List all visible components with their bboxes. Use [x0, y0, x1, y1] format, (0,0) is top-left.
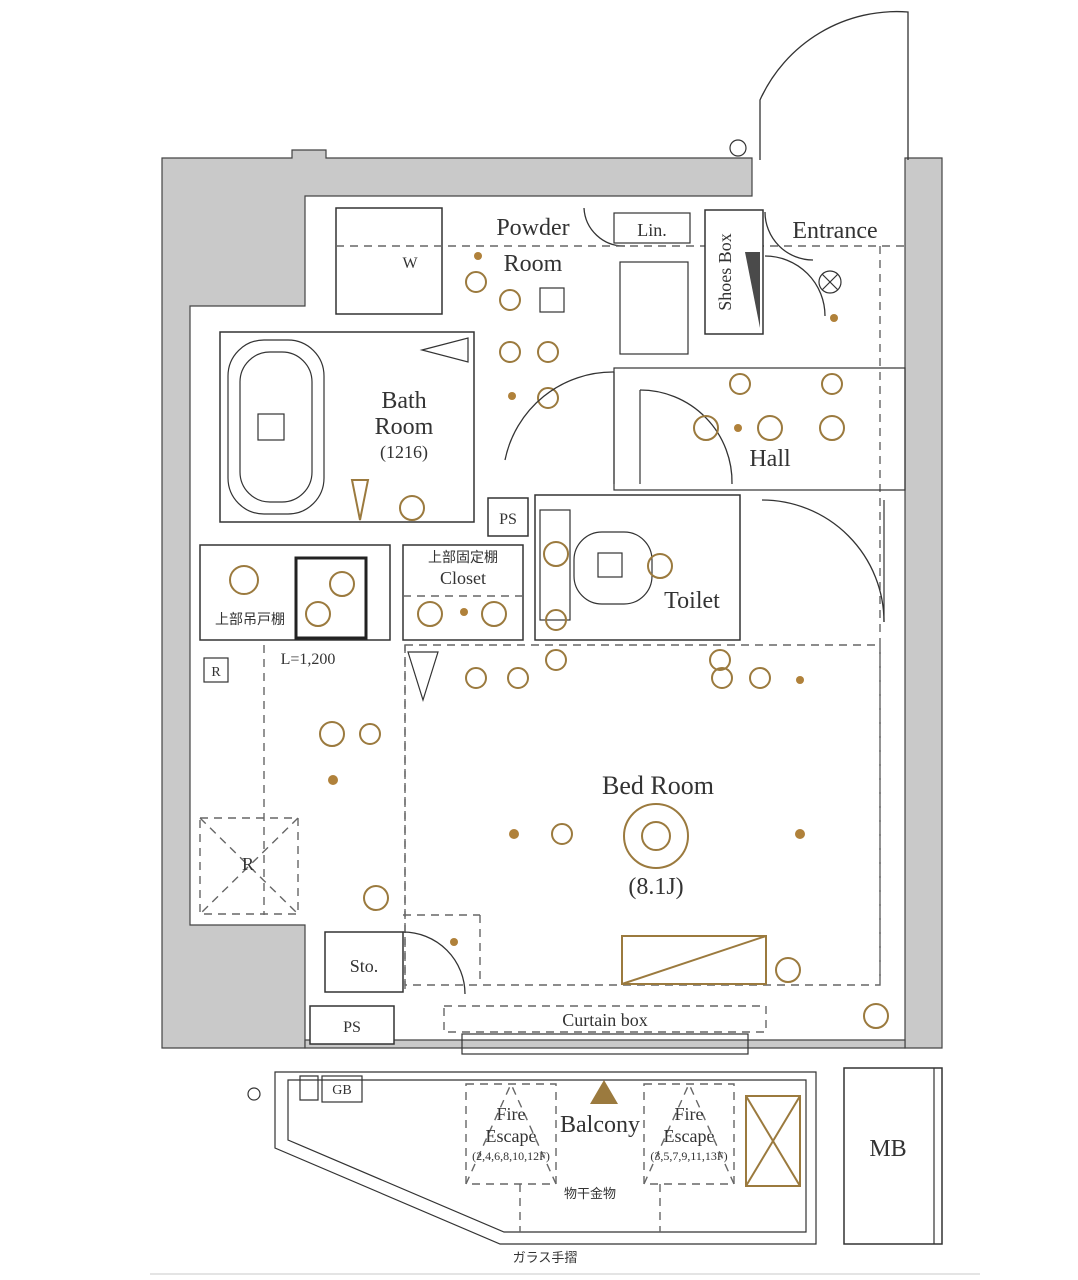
bath-room [219, 331, 475, 523]
label-storage: Sto. [350, 956, 379, 976]
label-drying-hardware-jp: 物干金物 [564, 1186, 616, 1202]
closet [402, 544, 524, 703]
entrance-door [729, 10, 909, 160]
label-bath-room-1: Bath [381, 388, 426, 414]
powder-room [335, 207, 905, 409]
label-fire-escape-left-2: Escape [486, 1126, 537, 1146]
label-glass-railing-jp: ガラス手摺 [513, 1251, 578, 1266]
label-linen: Lin. [637, 220, 667, 240]
label-bed-room-size: (8.1J) [628, 874, 683, 900]
toilet [534, 494, 741, 641]
label-fire-escape-right-floors: (3,5,7,9,11,13F) [650, 1149, 727, 1163]
label-bath-room-2: Room [375, 414, 434, 440]
label-entrance: Entrance [792, 218, 877, 244]
label-upper-cabinet-jp: 上部固定棚 [428, 550, 498, 566]
label-refrigerator-mark-2: R [242, 854, 254, 874]
hall [504, 209, 906, 985]
label-bed-room: Bed Room [602, 771, 714, 800]
label-powder-room-2: Room [504, 251, 563, 277]
label-kitchen-length: L=1,200 [281, 651, 336, 668]
kitchen [199, 544, 406, 990]
label-fire-escape-left-floors: (2,4,6,8,10,12F) [472, 1149, 550, 1163]
label-mb: MB [869, 1136, 906, 1162]
label-kitchen-upper-jp: 上部吊戸棚 [215, 612, 285, 628]
label-curtain-box: Curtain box [562, 1010, 648, 1030]
window-and-curtain-box [443, 1005, 767, 1055]
label-balcony: Balcony [560, 1112, 640, 1138]
label-ps-upper: PS [499, 511, 517, 528]
meter-box [843, 1067, 943, 1245]
room-labels: Powder Room Lin. Shoes Box Entrance W Ba… [211, 215, 906, 1266]
bed-room [404, 644, 889, 1029]
label-ps-lower: PS [343, 1019, 361, 1036]
balcony [150, 1071, 980, 1275]
label-closet: Closet [440, 568, 486, 588]
label-fire-escape-right-2: Escape [664, 1126, 715, 1146]
storage [309, 914, 481, 1045]
label-shoes-box: Shoes Box [715, 233, 735, 311]
label-toilet: Toilet [664, 588, 720, 614]
label-washer: W [402, 255, 418, 272]
label-refrigerator-mark: R [211, 665, 221, 680]
label-gb: GB [332, 1083, 351, 1098]
label-fire-escape-right-1: Fire [675, 1104, 704, 1124]
label-powder-room-1: Powder [496, 215, 569, 241]
structural-walls [161, 149, 943, 1049]
label-bath-size: (1216) [380, 442, 428, 463]
pipe-shaft-upper [487, 497, 529, 537]
label-hall: Hall [749, 446, 791, 472]
label-fire-escape-left-1: Fire [497, 1104, 526, 1124]
